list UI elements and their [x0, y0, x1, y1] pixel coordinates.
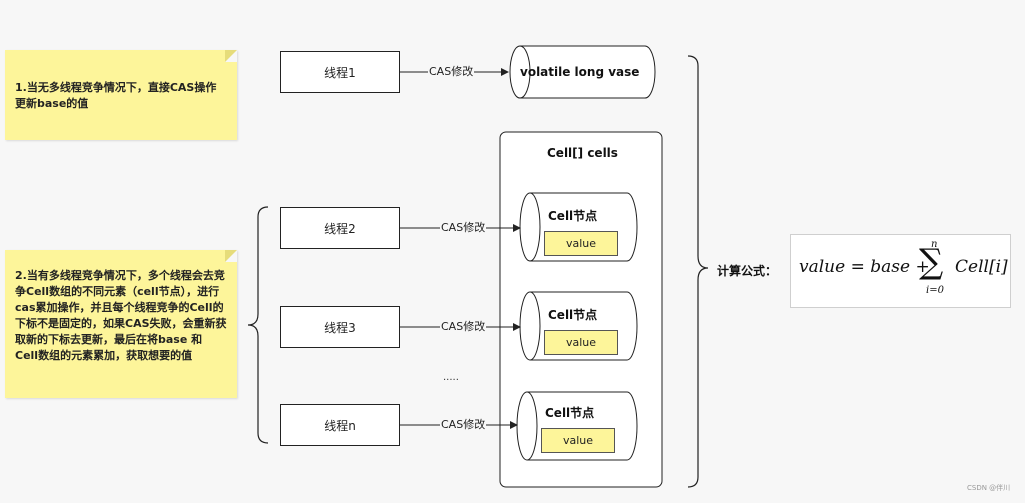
thread-1-label: 线程1	[324, 65, 356, 80]
cas-label-n: CAS修改	[440, 418, 487, 431]
thread-n-box: 线程n	[280, 404, 400, 446]
right-brace	[687, 55, 709, 488]
thread-1-box: 线程1	[280, 51, 400, 93]
formula-sum-upper: n	[931, 239, 938, 250]
base-storage-shape	[509, 45, 656, 99]
cell-node-1-title: Cell节点	[548, 209, 598, 223]
formula-lhs: value = base +	[799, 257, 930, 277]
sigma-symbol: ∑	[919, 242, 944, 282]
cell-node-2-value: value	[544, 330, 618, 355]
thread-2-box: 线程2	[280, 207, 400, 249]
cas-label-3: CAS修改	[440, 320, 487, 333]
base-storage-label: volatile long vase	[520, 65, 640, 79]
cas-label-2: CAS修改	[440, 221, 487, 234]
left-brace	[247, 206, 269, 444]
more-threads-ellipsis: .....	[443, 372, 459, 383]
note-no-contention: 1.当无多线程竞争情况下，直接CAS操作更新base的值	[5, 50, 237, 140]
formula-label: 计算公式：	[717, 264, 778, 278]
thread-3-box: 线程3	[280, 306, 400, 348]
note-contention: 2.当有多线程竞争情况下，多个线程会去竞争Cell数组的不同元素（cell节点）…	[5, 250, 237, 398]
note-contention-text: 2.当有多线程竞争情况下，多个线程会去竞争Cell数组的不同元素（cell节点）…	[15, 269, 227, 362]
cas-label-1: CAS修改	[428, 65, 475, 78]
thread-2-label: 线程2	[324, 221, 356, 236]
thread-3-label: 线程3	[324, 320, 356, 335]
formula-term: Cell[i]	[955, 257, 1008, 277]
formula-box: value = base + n ∑ i=0 Cell[i]	[790, 234, 1011, 308]
cells-container-title: Cell[] cells	[547, 146, 618, 160]
watermark: CSDN @伴川	[967, 484, 1011, 492]
formula-sum-lower: i=0	[926, 285, 944, 296]
thread-n-label: 线程n	[324, 418, 356, 433]
cell-node-3-value: value	[541, 428, 615, 453]
cell-node-1-value: value	[544, 231, 618, 256]
note-no-contention-text: 1.当无多线程竞争情况下，直接CAS操作更新base的值	[15, 81, 217, 110]
cell-node-2-title: Cell节点	[548, 308, 598, 322]
cell-node-3-title: Cell节点	[545, 406, 595, 420]
